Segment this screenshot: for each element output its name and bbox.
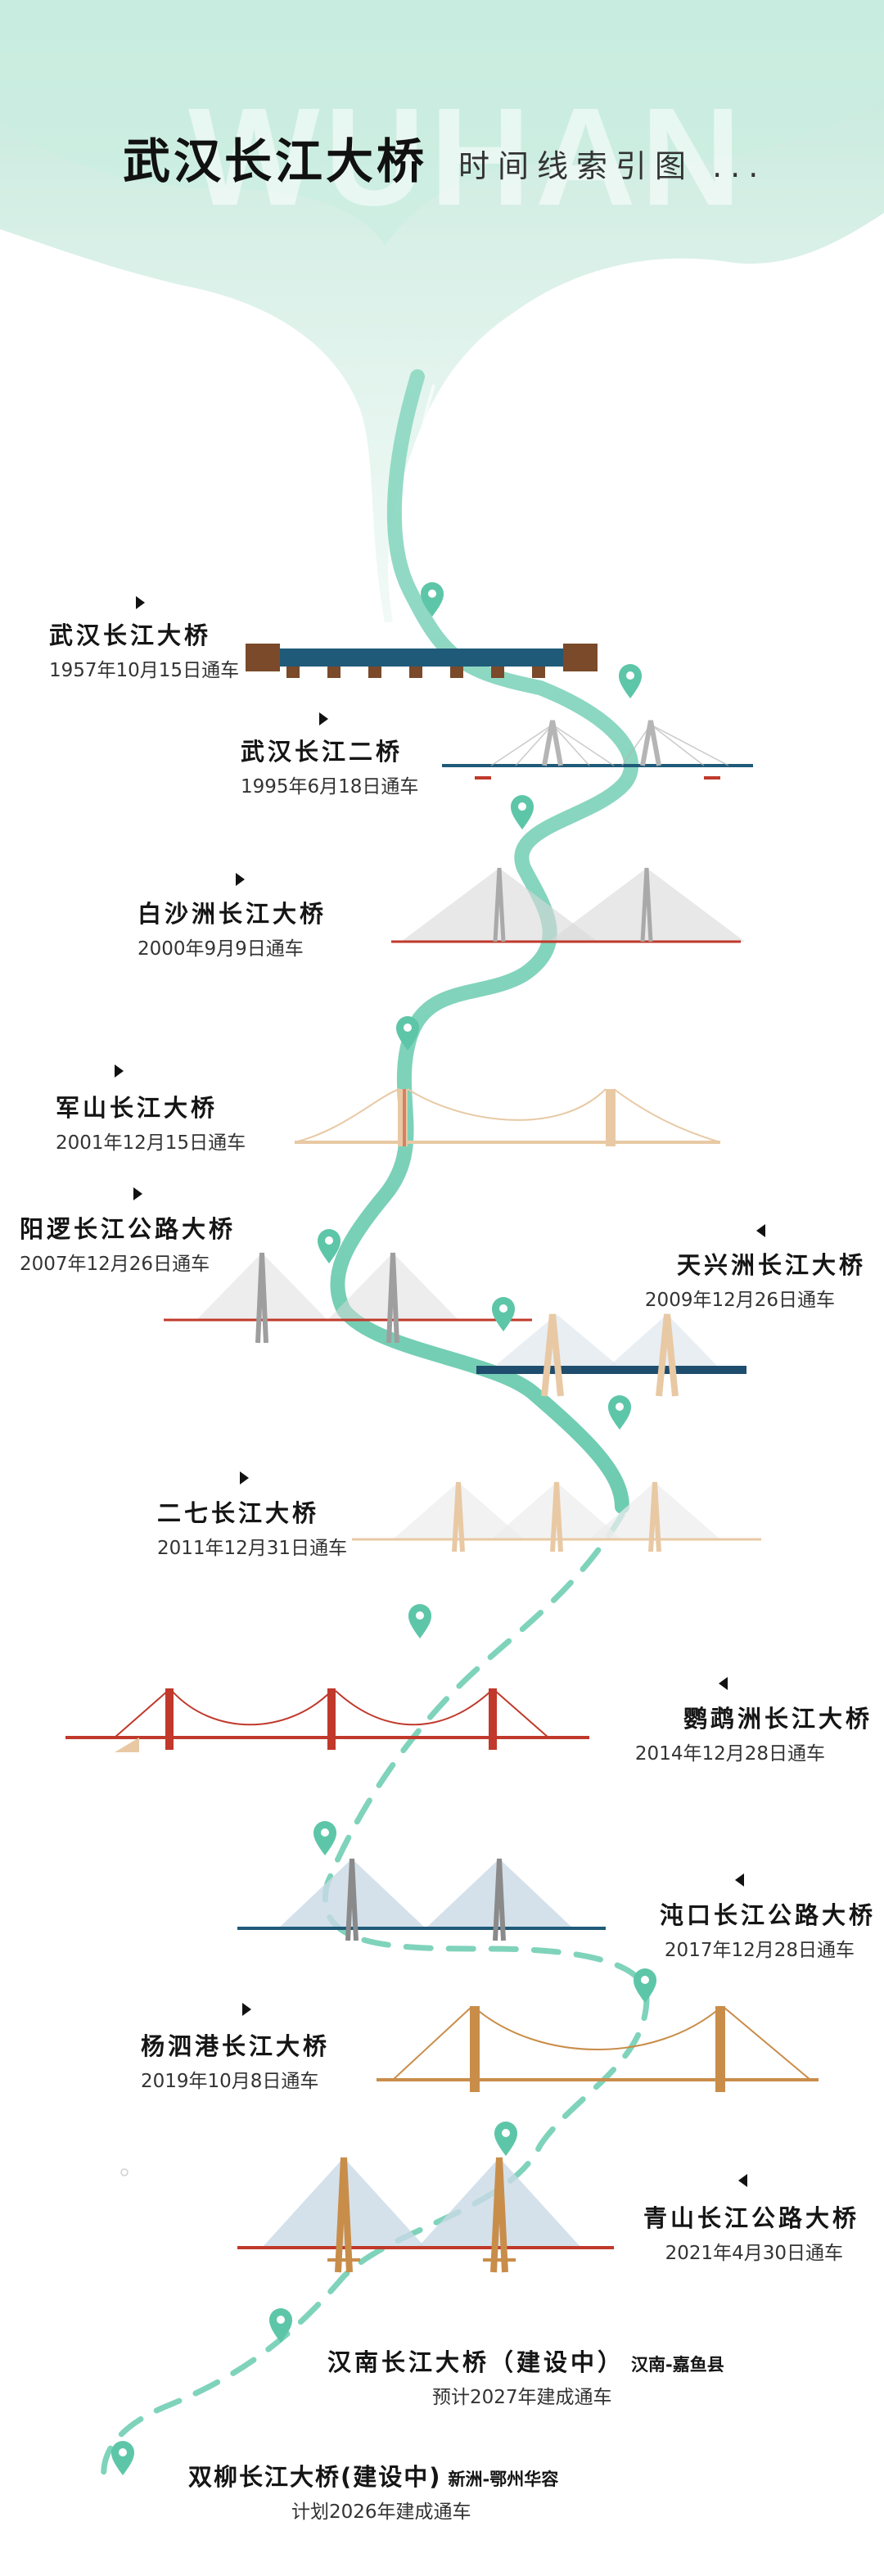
bridge-name: 武汉长江二桥 (241, 738, 404, 766)
bridge-label-13: 双柳长江大桥(建设中) 新洲-鄂州华容 计划2026年建成通车 (188, 2458, 558, 2524)
bridge-name: 阳逻长江公路大桥 (20, 1215, 237, 1243)
bridge-illustration-5 (164, 1252, 532, 1344)
bridge-illustration-1 (246, 644, 598, 678)
bridge-name: 杨泗港长江大桥 (141, 2032, 331, 2060)
watermark-text: WUHAN (188, 79, 746, 235)
triangle-right-icon (236, 873, 245, 886)
bridge-date: 2011年12月31日通车 (157, 1538, 348, 1559)
bridge-name: 二七长江大桥 (157, 1499, 320, 1527)
triangle-right-icon (133, 1187, 142, 1200)
page-subtitle: 时间线索引图 ... (458, 148, 767, 184)
small-dot-decoration (120, 2168, 129, 2176)
bridge-name: 鹦鹉洲长江大桥 (683, 1705, 873, 1733)
triangle-left-icon (756, 1224, 765, 1237)
bridge-route: 新洲-鄂州华容 (448, 2470, 559, 2489)
bridge-illustration-6 (476, 1313, 746, 1397)
bridge-label-11: 青山长江公路大桥 2021年4月30日通车 (643, 2199, 859, 2265)
bridge-illustration-4 (294, 1088, 721, 1146)
bridge-label-4: 军山长江大桥 2001年12月15日通车 (56, 1089, 246, 1155)
triangle-right-icon (242, 2003, 251, 2016)
pin-icon-2 (619, 664, 642, 698)
pin-icon-1 (421, 582, 444, 617)
bridge-label-1: 武汉长江大桥 1957年10月15日通车 (49, 617, 239, 682)
bridge-date: 2001年12月15日通车 (56, 1132, 246, 1154)
bridge-name: 汉南长江大桥（建设中） (327, 2348, 625, 2376)
bridge-date: 计划2026年建成通车 (291, 2501, 471, 2523)
bridge-label-7: 二七长江大桥 2011年12月31日通车 (157, 1494, 347, 1560)
bridge-date: 2017年12月28日通车 (664, 1940, 855, 1961)
bridge-name-line: 双柳长江大桥(建设中) 新洲-鄂州华容 (188, 2458, 558, 2492)
bridge-name: 军山长江大桥 (56, 1094, 219, 1122)
bridge-name: 白沙洲长江大桥 (138, 900, 327, 928)
pin-icon-7 (608, 1395, 631, 1430)
bridge-name-line: 汉南长江大桥（建设中） 汉南-嘉鱼县 (327, 2343, 724, 2378)
bridge-label-8: 鹦鹉洲长江大桥 2014年12月28日通车 (635, 1700, 873, 1765)
triangle-right-icon (136, 596, 145, 609)
bridge-label-12: 汉南长江大桥（建设中） 汉南-嘉鱼县 预计2027年建成通车 (327, 2343, 724, 2409)
bridge-label-5: 阳逻长江公路大桥 2007年12月26日通车 (20, 1210, 236, 1276)
bridge-illustration-2 (442, 720, 753, 780)
bridge-illustration-10 (377, 2006, 819, 2092)
bridge-illustration-9 (237, 1858, 606, 1941)
bridge-date: 1957年10月15日通车 (49, 660, 240, 681)
bridge-label-6: 天兴洲长江大桥 2009年12月26日通车 (645, 1246, 866, 1312)
bridge-date: 2000年9月9日通车 (138, 938, 304, 960)
bridge-illustration-8 (65, 1688, 589, 1752)
triangle-right-icon (115, 1064, 124, 1078)
mist-cloud-layer (0, 0, 884, 246)
bridge-illustration-7 (352, 1481, 761, 1552)
bridge-date: 2009年12月26日通车 (644, 1290, 835, 1311)
pin-icon-9 (313, 1821, 336, 1855)
bridge-name: 武汉长江大桥 (49, 621, 212, 649)
bridge-label-10: 杨泗港长江大桥 2019年10月8日通车 (141, 2027, 330, 2093)
bridge-name: 天兴洲长江大桥 (676, 1251, 866, 1279)
bridge-illustration-11 (237, 2157, 614, 2273)
bridge-date: 2021年4月30日通车 (665, 2243, 843, 2264)
triangle-right-icon (319, 712, 328, 725)
triangle-right-icon (240, 1471, 249, 1485)
river-path-inner (411, 384, 435, 590)
location-pin-icons (111, 582, 656, 2475)
bridge-name: 双柳长江大桥(建设中) (188, 2463, 442, 2491)
bridge-date: 2019年10月8日通车 (141, 2071, 319, 2092)
bridge-date: 预计2027年建成通车 (432, 2387, 612, 2408)
pin-icon-3 (511, 795, 534, 829)
pin-icon-10 (634, 1968, 656, 2003)
pin-icon-11 (494, 2122, 517, 2156)
pin-icon-6 (492, 1297, 515, 1331)
page-title: 武汉长江大桥 (123, 133, 428, 189)
bridge-name: 青山长江公路大桥 (643, 2204, 859, 2232)
pin-icon-12 (269, 2308, 292, 2343)
bridge-illustration-3 (391, 867, 745, 943)
bridge-label-3: 白沙洲长江大桥 2000年9月9日通车 (138, 895, 327, 960)
bridge-name: 沌口长江公路大桥 (659, 1901, 876, 1929)
pin-icon-5 (318, 1229, 341, 1263)
triangle-left-icon (719, 1677, 728, 1690)
bridge-date: 2014年12月28日通车 (634, 1743, 825, 1765)
bridge-date: 2007年12月26日通车 (20, 1254, 210, 1275)
triangle-left-icon (735, 1873, 744, 1887)
bridge-route: 汉南-嘉鱼县 (631, 2355, 724, 2375)
bridge-date: 1995年6月18日通车 (241, 776, 419, 798)
pin-icon-13 (111, 2441, 134, 2475)
bridge-label-9: 沌口长江公路大桥 2017年12月28日通车 (660, 1896, 876, 1962)
pin-icon-8 (408, 1604, 431, 1638)
pin-icon-4 (396, 1016, 419, 1051)
bridge-label-2: 武汉长江二桥 1995年6月18日通车 (241, 733, 418, 798)
triangle-left-icon (738, 2174, 747, 2187)
